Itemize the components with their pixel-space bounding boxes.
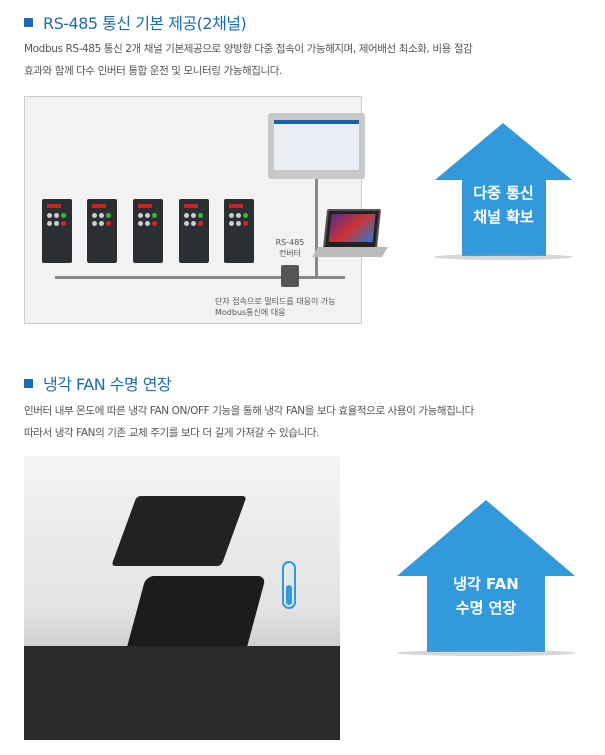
arrow-text: 수명 연장 bbox=[455, 599, 517, 617]
bullet-square-icon bbox=[24, 18, 33, 27]
rs485-converter bbox=[281, 265, 299, 287]
para-line: 따라서 냉각 FAN의 기존 교체 주기를 보다 더 길게 가져갈 수 있습니다… bbox=[24, 427, 319, 439]
rs485-cable bbox=[55, 276, 345, 279]
inverter bbox=[87, 199, 117, 263]
inverter bbox=[179, 199, 209, 263]
laptop bbox=[322, 209, 382, 249]
section1-description: Modbus RS-485 통신 2개 채널 기본제공으로 양방향 다중 접속이… bbox=[24, 38, 473, 82]
arrow-text: 다중 통신 bbox=[473, 184, 534, 202]
inverter bbox=[42, 199, 72, 263]
rs485-diagram: RS-485 컨버터 단자 접속으로 멀티드롭 대응이 가능 Modbus통신에 … bbox=[24, 96, 388, 324]
thermometer-icon bbox=[282, 561, 296, 609]
section2-description: 인버터 내부 온도에 따른 냉각 FAN ON/OFF 기능을 통해 냉각 FA… bbox=[24, 400, 474, 444]
section2-heading: 냉각 FAN 수명 연장 bbox=[24, 371, 172, 395]
bullet-square-icon bbox=[24, 379, 33, 388]
label-line: 컨버터 bbox=[278, 249, 302, 258]
converter-label: RS-485 컨버터 bbox=[271, 237, 309, 259]
para-line: 효과와 함께 다수 인버터 통합 운전 및 모니터링 가능해집니다. bbox=[24, 65, 282, 77]
inverter bbox=[224, 199, 254, 263]
label-line: RS-485 bbox=[275, 238, 305, 247]
diagram-caption: 단자 접속으로 멀티드롭 대응이 가능 Modbus통신에 대응 bbox=[215, 297, 336, 317]
fan-life-arrow: 냉각 FAN 수명 연장 bbox=[397, 500, 575, 656]
arrow-text: 냉각 FAN bbox=[453, 575, 519, 593]
para-line: Modbus RS-485 통신 2개 채널 기본제공으로 양방향 다중 접속이… bbox=[24, 43, 473, 55]
section2-title: 냉각 FAN 수명 연장 bbox=[43, 375, 172, 394]
cooling-fan-photo bbox=[24, 456, 340, 740]
section1-title: RS-485 통신 기본 제공(2채널) bbox=[43, 14, 247, 33]
para-line: 인버터 내부 온도에 따른 냉각 FAN ON/OFF 기능을 통해 냉각 FA… bbox=[24, 405, 474, 417]
arrow-text: 채널 확보 bbox=[473, 208, 534, 226]
hmi-monitor bbox=[268, 113, 365, 179]
inverter bbox=[133, 199, 163, 263]
section1-heading: RS-485 통신 기본 제공(2채널) bbox=[24, 10, 247, 34]
